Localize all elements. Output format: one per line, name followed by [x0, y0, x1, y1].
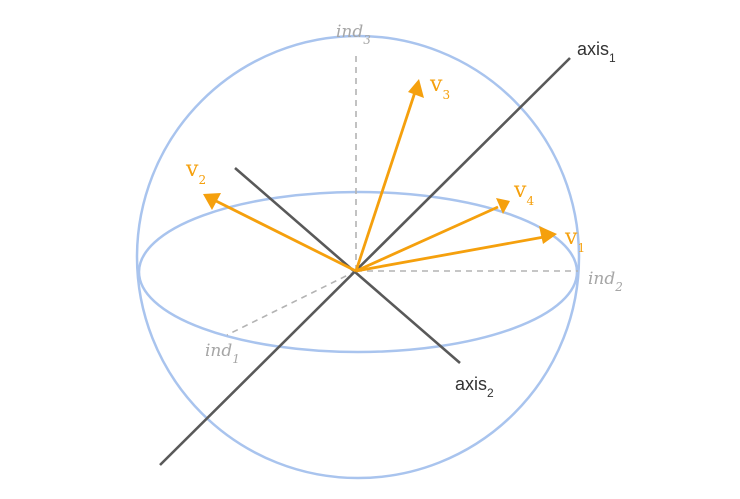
axis-1-label: axis1	[577, 39, 616, 65]
vector-4-label: v4	[513, 178, 534, 208]
ind-axis-1	[226, 270, 357, 336]
sphere-outline	[135, 34, 581, 480]
vector-3-label: v3	[429, 72, 450, 102]
vector-2-line	[213, 198, 357, 273]
vector-3-line	[354, 91, 417, 272]
vector-4-arrowhead	[496, 198, 510, 214]
vector-1-line	[355, 235, 545, 273]
vector-2-arrowhead	[203, 193, 221, 210]
ind-1-label: ind1	[205, 341, 240, 366]
ind-2-label: ind2	[588, 269, 623, 294]
vector-1-label: v1	[564, 225, 585, 255]
vector-2-label: v2	[185, 157, 206, 187]
ind-3-label: ind3	[336, 22, 371, 47]
vector-3-arrowhead	[408, 79, 424, 98]
vector-1-arrowhead	[539, 226, 557, 244]
vector-4-line	[355, 205, 499, 273]
axis-2-label: axis2	[455, 374, 494, 400]
sphere-equator	[137, 190, 579, 354]
axis-1-line	[159, 57, 571, 466]
